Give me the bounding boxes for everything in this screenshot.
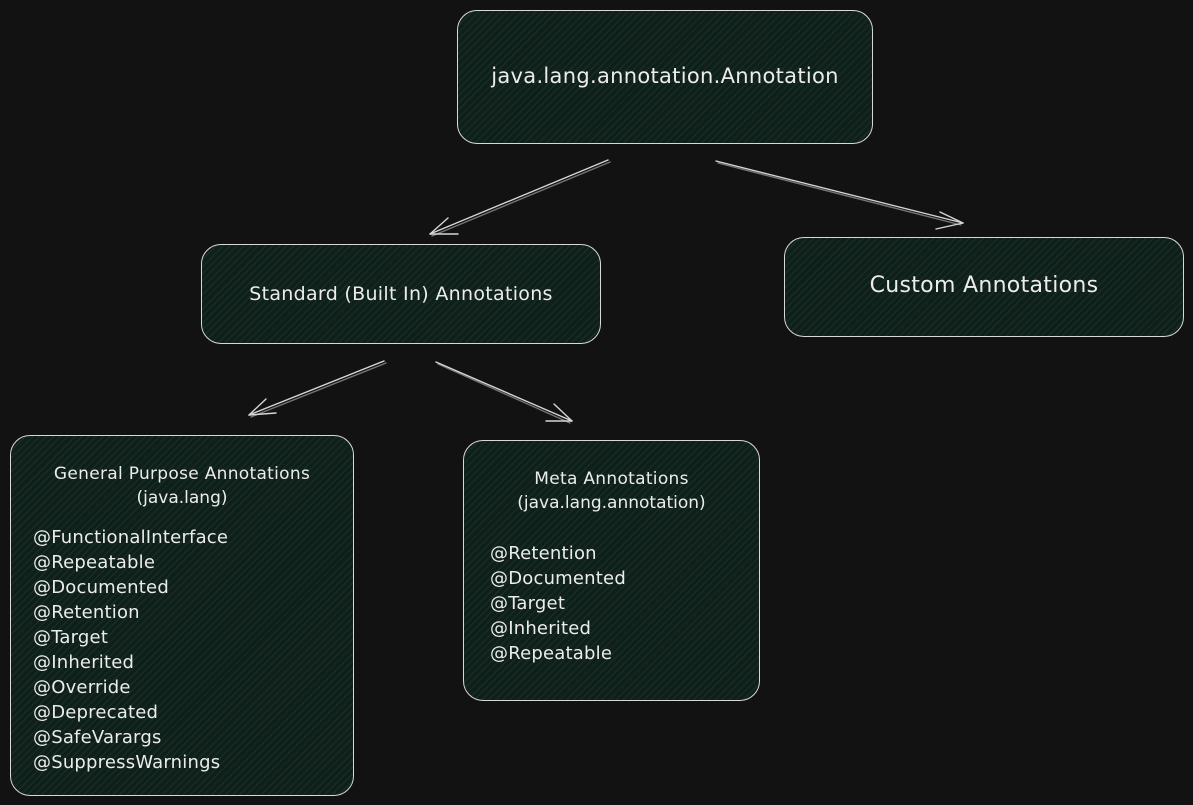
node-root-annotation: java.lang.annotation.Annotation	[457, 10, 873, 144]
meta-annotation-list: @Retention @Documented @Target @Inherite…	[490, 541, 626, 666]
edge-standard-to-meta	[435, 361, 573, 424]
annotation-item: @Documented	[33, 577, 169, 598]
node-meta-annotations: Meta Annotations (java.lang.annotation) …	[463, 440, 760, 701]
node-meta-title: Meta Annotations	[534, 469, 689, 489]
node-general-purpose-annotations: General Purpose Annotations (java.lang) …	[10, 435, 354, 796]
annotation-item: @Override	[33, 677, 131, 698]
edge-standard-to-general	[248, 360, 387, 418]
node-root-title: java.lang.annotation.Annotation	[491, 64, 839, 88]
annotation-item: @Inherited	[490, 618, 592, 639]
annotation-item: @Deprecated	[33, 702, 159, 723]
node-general-subtitle: (java.lang)	[136, 488, 228, 508]
general-annotation-list: @FunctionalInterface @Repeatable @Docume…	[33, 525, 228, 775]
node-custom-annotations: Custom Annotations	[784, 237, 1184, 337]
annotation-item: @Inherited	[33, 652, 135, 673]
annotation-item: @SafeVarargs	[33, 727, 162, 748]
annotation-item: @Target	[33, 627, 109, 648]
annotation-item: @Repeatable	[490, 643, 613, 664]
node-custom-title: Custom Annotations	[869, 273, 1099, 298]
annotation-item: @Retention	[490, 543, 597, 564]
annotation-item: @Repeatable	[33, 552, 156, 573]
node-standard-annotations: Standard (Built In) Annotations	[201, 244, 601, 344]
annotation-item: @SuppressWarnings	[33, 752, 221, 773]
edge-root-to-custom	[715, 160, 964, 230]
edge-root-to-standard	[429, 159, 611, 237]
node-meta-subtitle: (java.lang.annotation)	[517, 493, 706, 513]
annotation-item: @Documented	[490, 568, 626, 589]
annotation-item: @FunctionalInterface	[33, 527, 229, 548]
annotation-item: @Target	[490, 593, 566, 614]
node-general-title: General Purpose Annotations	[53, 464, 311, 484]
annotation-item: @Retention	[33, 602, 140, 623]
node-standard-title: Standard (Built In) Annotations	[249, 283, 553, 305]
